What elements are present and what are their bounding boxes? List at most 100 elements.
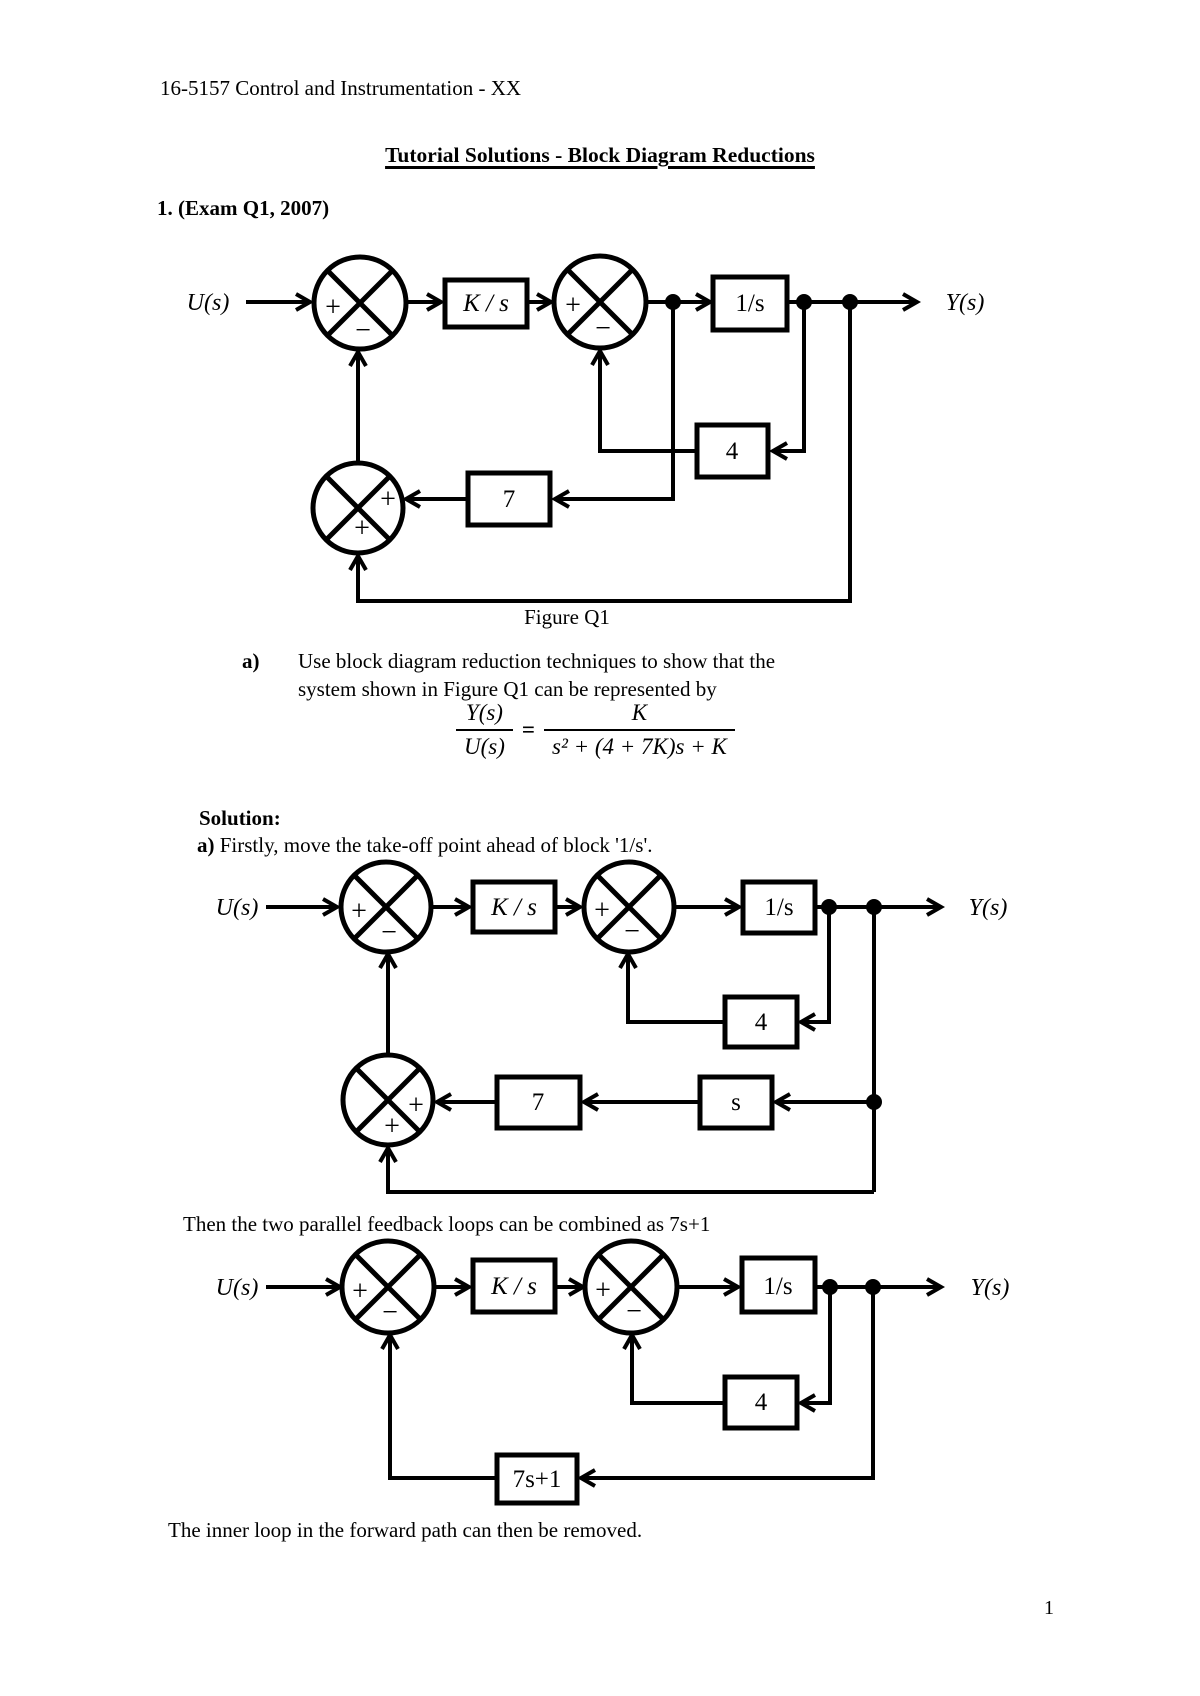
step-a-prefix: a) (197, 833, 215, 857)
transfer-function-equation: Y(s) U(s) = K s² + (4 + 7K)s + K (456, 700, 735, 760)
wire-takeoff-to-4 (801, 907, 831, 1022)
plus-sign: + (594, 895, 610, 926)
solution-step-combine: Then the two parallel feedback loops can… (183, 1212, 711, 1236)
takeoff-dot (821, 899, 837, 915)
summing-junction-1: + − (311, 254, 409, 352)
document-title-text: Tutorial Solutions - Block Diagram Reduc… (385, 143, 815, 167)
gain-block-ks: K / s (470, 879, 558, 935)
wire-4-to-j2 (600, 351, 697, 453)
deriv-s-label: s (731, 1089, 741, 1116)
solution-step-a: a) Firstly, move the take-off point ahea… (197, 833, 652, 857)
plus-sign: + (384, 1111, 400, 1142)
figure-caption: Figure Q1 (524, 605, 610, 629)
gain-ks-label: K / s (462, 290, 509, 317)
equation-rhs-fraction: K s² + (4 + 7K)s + K (544, 700, 735, 760)
comb-7s1-label: 7s+1 (513, 1466, 562, 1493)
input-label: U(s) (216, 1275, 259, 1301)
wire-4-to-j2 (628, 954, 725, 1024)
solution-heading: Solution: (199, 806, 281, 830)
minus-sign: − (381, 917, 397, 948)
gain-4-label: 4 (755, 1389, 768, 1416)
minus-sign: − (626, 1296, 642, 1327)
plus-sign: + (408, 1090, 424, 1121)
summing-junction-1: + − (338, 859, 434, 955)
output-label: Y(s) (969, 895, 1008, 921)
solution-step-remove: The inner loop in the forward path can t… (168, 1518, 643, 1542)
page-number: 1 (1044, 1597, 1054, 1619)
gain-block-ks: K / s (442, 277, 530, 330)
summing-junction-3: + + (340, 1052, 436, 1148)
integrator-label: 1/s (763, 1273, 792, 1300)
takeoff-dot (842, 294, 858, 310)
gain-4-label: 4 (755, 1009, 768, 1036)
combined-block-7s1: 7s+1 (494, 1452, 580, 1506)
gain-4-label: 4 (726, 438, 739, 465)
integrator-label: 1/s (764, 894, 793, 921)
wire-takeoff-to-4 (801, 1287, 832, 1403)
gain-ks-label: K / s (490, 894, 537, 921)
wire-takeoff-to-4 (773, 302, 806, 451)
minus-sign: − (355, 315, 371, 346)
step-a-text: Firstly, move the take-off point ahead o… (219, 833, 653, 857)
gain-7-label: 7 (503, 486, 516, 513)
takeoff-dot (665, 294, 681, 310)
gain-ks-label: K / s (490, 1273, 537, 1300)
integrator-block: 1/s (710, 274, 790, 333)
integrator-label: 1/s (735, 290, 764, 317)
plus-sign: + (380, 484, 396, 515)
summing-junction-2: + − (582, 1238, 680, 1336)
minus-sign: − (595, 313, 611, 344)
input-label: U(s) (216, 895, 259, 921)
part-a-label: a) (242, 649, 260, 673)
takeoff-dot (822, 1279, 838, 1295)
wire-takeoff-to-7 (555, 302, 675, 499)
minus-sign: − (624, 916, 640, 947)
summing-junction-3: + + (310, 460, 406, 556)
gain-block-4: 4 (722, 1374, 800, 1431)
part-a-text-line2: system shown in Figure Q1 can be represe… (298, 677, 717, 701)
summing-junction-2: + − (551, 253, 649, 351)
plus-sign: + (351, 896, 367, 927)
output-label: Y(s) (946, 290, 985, 316)
takeoff-dot (866, 1094, 882, 1110)
summing-junction-1: + − (339, 1238, 437, 1336)
takeoff-dot (866, 899, 882, 915)
plus-sign: + (354, 513, 370, 544)
gain-7-label: 7 (532, 1089, 545, 1116)
takeoff-dot (796, 294, 812, 310)
plus-sign: + (325, 292, 341, 323)
page-header: 16-5157 Control and Instrumentation - XX (160, 76, 522, 100)
integrator-block: 1/s (739, 1255, 818, 1315)
gain-block-4: 4 (694, 422, 771, 480)
gain-block-ks: K / s (470, 1257, 558, 1315)
block-diagram-figure-q1: U(s) Y(s) + − + (187, 253, 985, 603)
gain-block-7: 7 (465, 470, 553, 528)
output-label: Y(s) (971, 1275, 1010, 1301)
equation-rhs-numerator: K (631, 700, 648, 725)
wire-outer-loop (388, 1148, 874, 1194)
part-a-text-line1: Use block diagram reduction techniques t… (298, 649, 776, 673)
wire-outer-loop (358, 302, 852, 603)
block-diagram-step1: U(s) Y(s) + − (216, 859, 1008, 1194)
question-heading: 1. (Exam Q1, 2007) (157, 196, 330, 220)
equation-lhs-fraction: Y(s) U(s) (456, 700, 513, 760)
equation-lhs-denominator: U(s) (456, 729, 513, 760)
block-diagram-step2: U(s) Y(s) + − + − (216, 1238, 1010, 1506)
takeoff-dot (865, 1279, 881, 1295)
integrator-block: 1/s (740, 879, 818, 936)
wire-takeoff-to-7s1 (581, 1287, 875, 1478)
derivative-block-s: s (697, 1074, 775, 1131)
equals-sign: = (521, 717, 535, 742)
input-label: U(s) (187, 290, 230, 316)
summing-junction-2: + − (581, 859, 677, 955)
plus-sign: + (352, 1276, 368, 1307)
plus-sign: + (565, 290, 581, 321)
wire-7s1-to-j1 (390, 1335, 497, 1480)
equation-rhs-denominator: s² + (4 + 7K)s + K (544, 729, 735, 760)
gain-block-7: 7 (494, 1074, 583, 1131)
wire-4-to-j2 (632, 1335, 725, 1405)
equation-lhs-numerator: Y(s) (465, 700, 503, 725)
document-title: Tutorial Solutions - Block Diagram Reduc… (0, 143, 1200, 168)
gain-block-4: 4 (722, 994, 800, 1050)
